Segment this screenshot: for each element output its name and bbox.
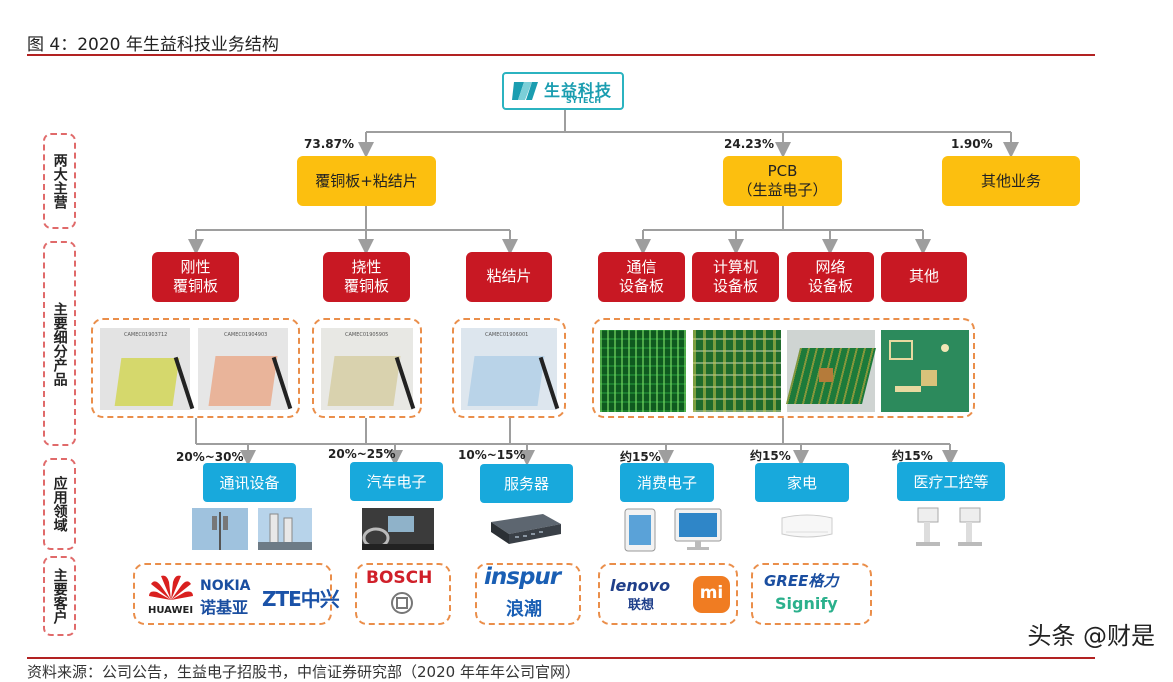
box-other-business: 其他业务 xyxy=(942,156,1080,206)
inspur-text: inspur xyxy=(484,564,561,590)
app-home-appliance: 家电 xyxy=(755,463,849,502)
side-label-customers: 主要客户 xyxy=(43,556,76,636)
tablet-computer-icon xyxy=(624,508,722,552)
gree-text: GREE格力 xyxy=(764,572,839,590)
side-label-text: 主要客户 xyxy=(51,568,68,624)
product-rigid-ccl: 刚性 覆铜板 xyxy=(152,252,239,302)
figure-title: 图 4：2020 年生益科技业务结构 xyxy=(27,35,279,55)
product-flexible-ccl: 挠性 覆铜板 xyxy=(323,252,410,302)
app-server: 服务器 xyxy=(480,464,573,503)
photo-code: CAMEC01903712 xyxy=(124,332,168,338)
app-automotive: 汽车电子 xyxy=(350,462,443,501)
watermark: 头条 @财是 xyxy=(1027,622,1155,650)
server-rack-icon xyxy=(491,514,561,544)
app-communication: 通讯设备 xyxy=(203,463,296,502)
side-label-applications: 应用领域 xyxy=(43,458,76,550)
sytech-logo: 生益科技 SYTECH xyxy=(502,72,624,110)
medical-equipment-icon xyxy=(916,507,982,546)
pct-consumer: 约15% xyxy=(620,450,661,464)
prepreg-photo: CAMEC01906001 xyxy=(461,328,560,410)
pct-medical: 约15% xyxy=(892,449,933,463)
lenovo-text: lenovo xyxy=(610,576,671,595)
car-dashboard-icon xyxy=(362,508,434,550)
product-network-board: 网络 设备板 xyxy=(787,252,874,302)
pct-server: 10%~15% xyxy=(458,448,526,462)
pct-appliance: 约15% xyxy=(750,449,791,463)
air-conditioner-icon xyxy=(781,514,833,538)
app-consumer-electronics: 消费电子 xyxy=(620,463,714,502)
rigid-ccl-photo-1: CAMEC01903712 xyxy=(100,328,195,410)
bottom-divider xyxy=(27,657,1095,659)
side-label-main-business: 两大主营 xyxy=(43,133,76,229)
photo-code: CAMEC01906001 xyxy=(485,332,529,338)
customer-group-appliance xyxy=(751,563,872,625)
telecom-tower-icon xyxy=(192,508,312,550)
lenovo-cn-text: 联想 xyxy=(628,598,655,613)
customer-group-comm xyxy=(133,563,332,625)
pct-comm: 20%~30% xyxy=(176,450,244,464)
box-ccl-prepreg: 覆铜板+粘结片 xyxy=(297,156,436,206)
side-label-products: 主要细分产品 xyxy=(43,241,76,446)
source-note: 资料来源：公司公告，生益电子招股书，中信证券研究部（2020 年年年公司官网） xyxy=(27,663,580,681)
pcb-photo-other xyxy=(881,330,969,412)
box-pcb: PCB （生益电子） xyxy=(723,156,842,206)
logo-text-en: SYTECH xyxy=(566,96,602,105)
inspur-cn-text: 浪潮 xyxy=(506,599,542,620)
product-comm-board: 通信 设备板 xyxy=(598,252,685,302)
app-medical-industrial: 医疗工控等 xyxy=(897,462,1005,501)
mi-logo-text: mi xyxy=(699,583,724,603)
title-divider xyxy=(27,54,1095,56)
product-prepreg: 粘结片 xyxy=(466,252,552,302)
photo-code: CAMEC01904903 xyxy=(224,332,268,338)
huawei-text: HUAWEI xyxy=(148,605,194,616)
photo-group-prepreg xyxy=(452,318,566,418)
pcb-photo-network xyxy=(786,330,876,412)
pct-auto: 20%~25% xyxy=(328,447,396,461)
mi-logo-icon: mi xyxy=(693,576,730,613)
customer-group-server xyxy=(475,563,581,625)
logo-text-cn: 生益科技 xyxy=(544,81,613,100)
photo-group-flexible xyxy=(312,318,422,418)
product-other: 其他 xyxy=(881,252,967,302)
nokia-cn-text: 诺基亚 xyxy=(200,598,249,617)
pct-ccl: 73.87% xyxy=(304,137,354,151)
zte-logo-text: ZTE中兴 xyxy=(262,587,340,611)
customer-group-auto xyxy=(355,563,451,625)
photo-code: CAMEC01905905 xyxy=(345,332,389,338)
signify-text: Signify xyxy=(775,594,838,613)
rigid-ccl-photo-2: CAMEC01904903 xyxy=(198,328,293,410)
photo-group-pcb xyxy=(592,318,975,418)
huawei-logo-icon xyxy=(149,575,193,600)
photo-group-rigid xyxy=(91,318,300,418)
customer-group-consumer xyxy=(598,563,738,625)
pct-other: 1.90% xyxy=(951,137,993,151)
flexible-ccl-photo: CAMEC01905905 xyxy=(321,328,416,410)
bosch-emblem-icon xyxy=(391,592,413,614)
bosch-text: BOSCH xyxy=(366,568,433,588)
side-label-text: 主要细分产品 xyxy=(51,301,68,386)
pcb-photo-computer xyxy=(693,330,781,412)
nokia-text: NOKIA xyxy=(200,578,251,594)
sytech-logo-icon xyxy=(512,82,538,100)
pcb-photo-comm xyxy=(600,330,686,412)
product-computer-board: 计算机 设备板 xyxy=(692,252,779,302)
pct-pcb: 24.23% xyxy=(724,137,774,151)
side-label-text: 应用领域 xyxy=(51,476,68,532)
side-label-text: 两大主营 xyxy=(51,153,68,209)
